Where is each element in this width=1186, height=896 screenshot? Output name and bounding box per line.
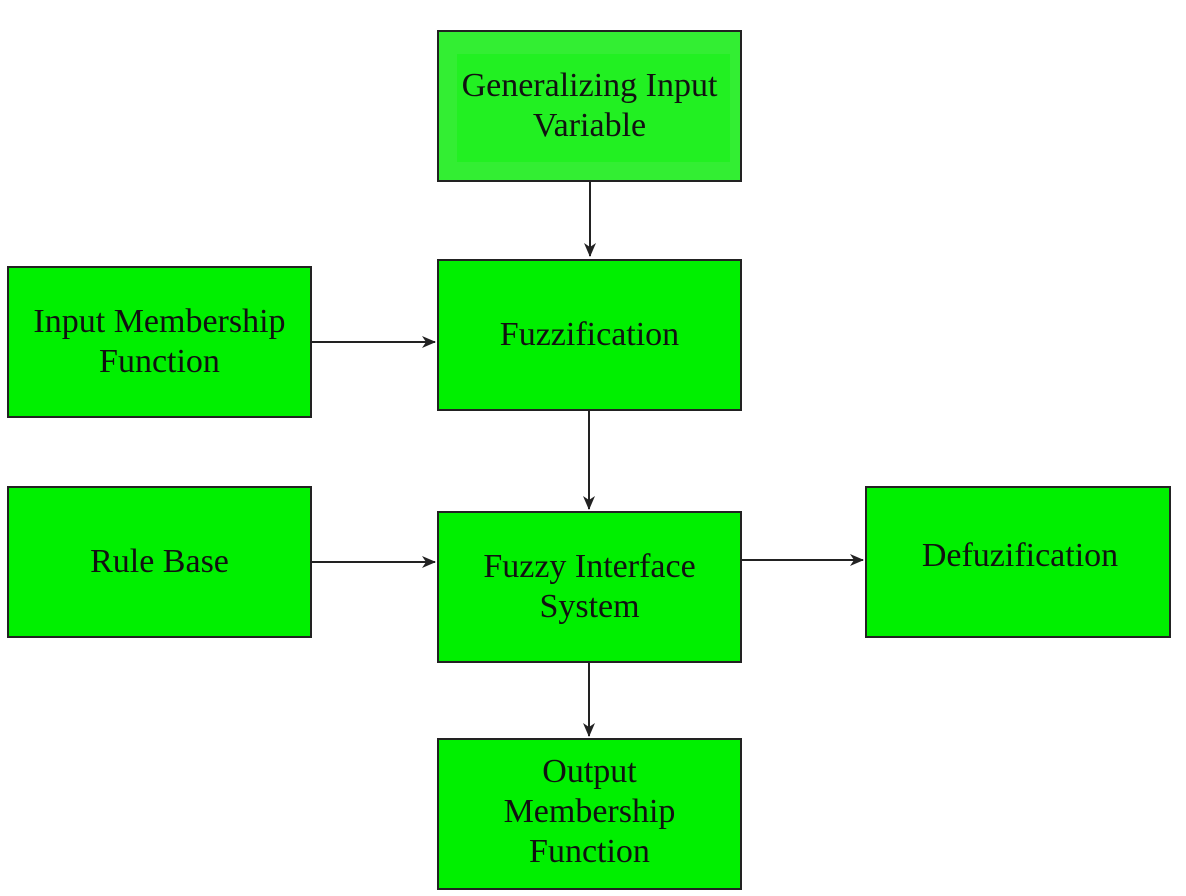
node-label: Fuzzy Interface System xyxy=(483,548,696,625)
node-rule-base: Rule Base xyxy=(7,486,312,638)
node-label: Fuzzification xyxy=(499,316,680,353)
node-label: Rule Base xyxy=(90,543,229,580)
node-generalizing-input-variable: Generalizing Input Variable xyxy=(437,30,742,182)
node-defuzification: Defuzification xyxy=(865,486,1171,638)
node-label: Input Membership Function xyxy=(33,303,286,380)
node-label: Defuzification xyxy=(921,537,1119,574)
node-input-membership-function: Input Membership Function xyxy=(7,266,312,418)
node-label: Output Membership Function xyxy=(503,753,676,870)
node-fuzzification: Fuzzification xyxy=(437,259,742,411)
node-fuzzy-interface-system: Fuzzy Interface System xyxy=(437,511,742,663)
node-label: Generalizing Input Variable xyxy=(461,67,718,144)
node-inner-highlight xyxy=(457,54,730,162)
node-output-membership-function: Output Membership Function xyxy=(437,738,742,890)
